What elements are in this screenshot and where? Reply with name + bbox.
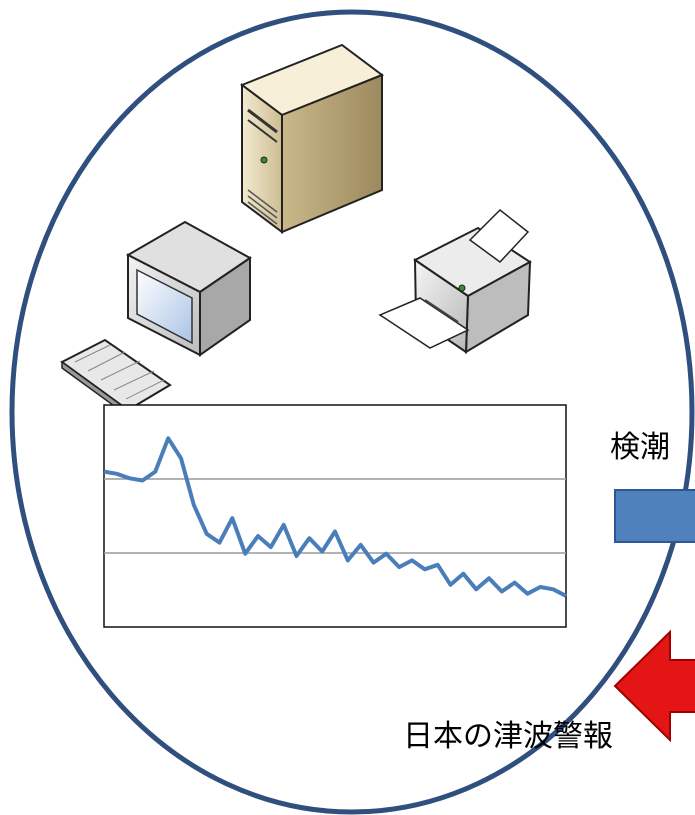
arrow-left-icon [613,629,695,743]
arrow-right-icon [614,489,695,543]
keyboard-icon [60,338,172,418]
waveform-series-line [103,436,567,598]
server-tower-icon [239,43,385,234]
system-boundary-ellipse [9,9,695,815]
waveform-chart [103,404,567,628]
tsunami-warning-label: 日本の津波警報 [403,719,613,754]
tide-station-label: 検潮 [610,430,670,465]
desktop-computer-icon [125,220,252,357]
chart-frame [103,404,567,628]
printer-icon [378,208,532,354]
